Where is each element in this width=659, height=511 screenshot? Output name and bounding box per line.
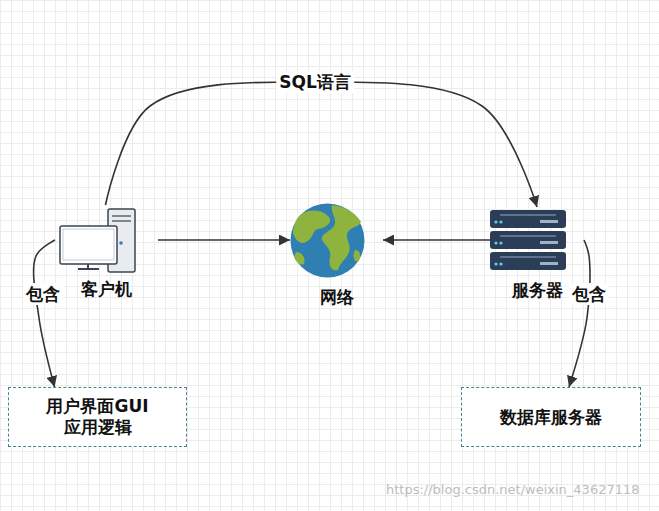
watermark: https://blog.csdn.net/weixin_43627118 [386, 482, 640, 497]
connector-arrow [158, 239, 290, 241]
box-text: 用户界面GUI 应用逻辑 [37, 396, 159, 438]
network-node: 网络 [290, 203, 383, 308]
computer-icon [60, 209, 135, 272]
client-node: 客户机 [55, 205, 158, 300]
connector-arrow [105, 82, 537, 207]
server-icon [490, 210, 566, 270]
process-box: 数据库服务器 [461, 387, 641, 447]
icon-label: 客户机 [55, 279, 158, 300]
edge-label: 包含 [23, 283, 63, 305]
connector-arrow [383, 239, 490, 241]
connector-arrow [34, 240, 55, 387]
globe-icon [291, 204, 365, 278]
edge-label: 包含 [569, 283, 609, 305]
icon-label: 网络 [290, 287, 383, 308]
process-box: 用户界面GUI 应用逻辑 [8, 387, 187, 447]
edge-label: SQL语言 [276, 71, 354, 93]
box-text: 数据库服务器 [500, 407, 602, 428]
connector-arrow [569, 240, 590, 387]
